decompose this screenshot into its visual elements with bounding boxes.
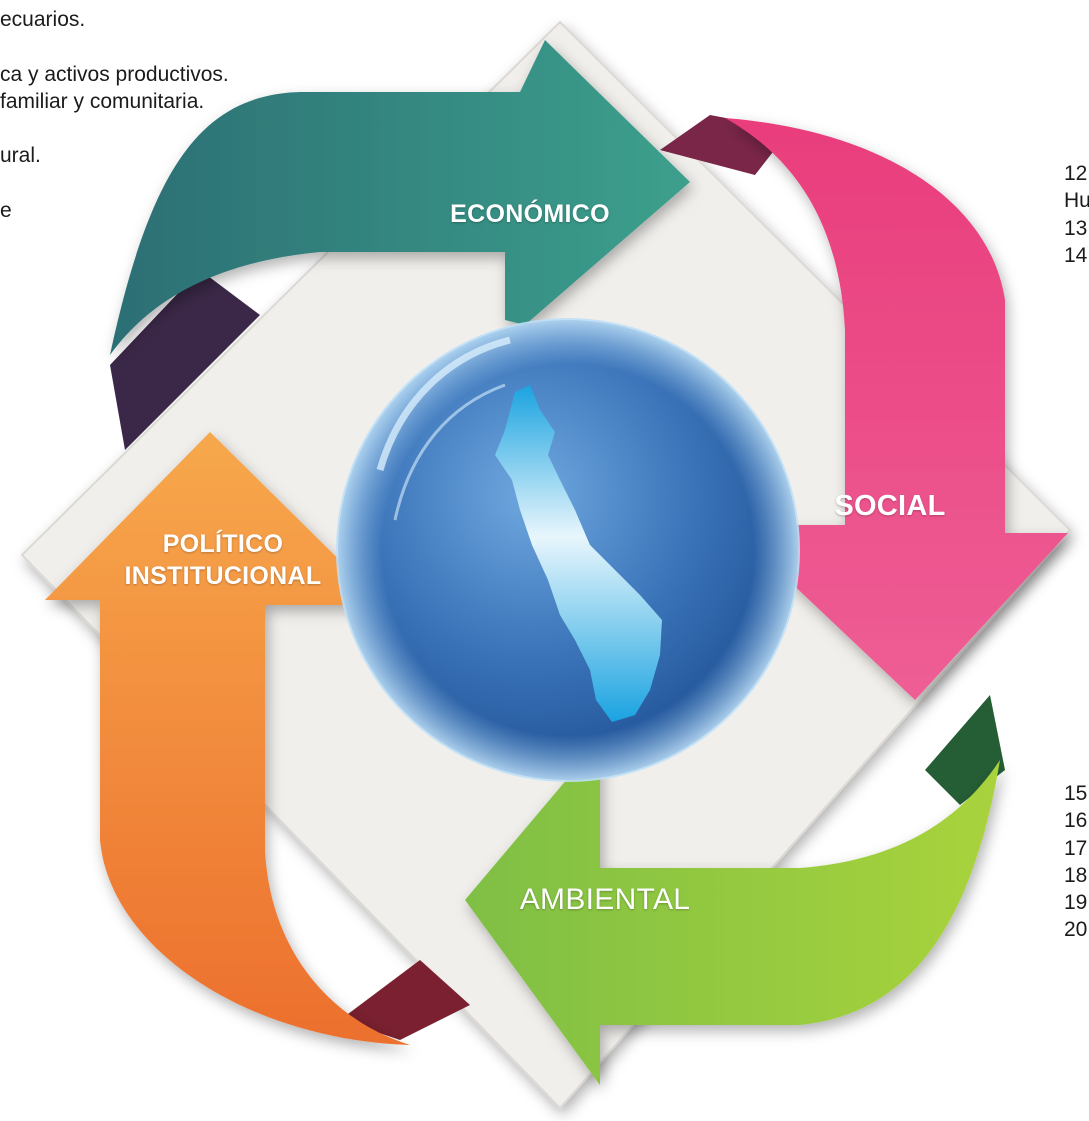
economico-arrow xyxy=(110,40,690,355)
fold-top-left xyxy=(110,270,260,450)
left-text-column: ecuarios. ca y activos productivos. fami… xyxy=(0,6,330,224)
ambiental-label: AMBIENTAL xyxy=(519,883,691,916)
politico-label: POLÍTICO INSTITUCIONAL xyxy=(98,528,348,592)
left-text-line xyxy=(0,115,330,142)
left-text-line: ural. xyxy=(0,144,41,168)
social-label: SOCIAL xyxy=(834,490,946,522)
right-text-line: Hu xyxy=(1064,189,1089,213)
right-text-top: 12. Hu 13. 14. xyxy=(1064,160,1089,269)
right-text-line: 19. xyxy=(1064,891,1089,915)
politico-label-line2: INSTITUCIONAL xyxy=(124,562,322,590)
ambiental-arrow xyxy=(465,740,1000,1085)
right-text-line: 12. xyxy=(1064,162,1089,185)
left-text-line: e xyxy=(0,199,12,223)
right-text-line: 17. xyxy=(1064,836,1089,860)
right-text-line: 18. xyxy=(1064,863,1089,887)
right-text-line: 20. xyxy=(1064,918,1089,942)
map-silhouette xyxy=(495,385,662,722)
left-text-line xyxy=(0,170,330,197)
globe-shine xyxy=(376,336,511,471)
right-text-line: 16. xyxy=(1064,809,1089,833)
left-text-line: familiar y comunitaria. xyxy=(0,89,205,113)
left-text-line: ecuarios. xyxy=(0,8,86,31)
fold-bottom-right xyxy=(925,695,1005,805)
right-text-line: 15. xyxy=(1064,782,1089,805)
right-text-line: 14. xyxy=(1064,243,1089,267)
politico-label-line1: POLÍTICO xyxy=(162,530,284,558)
left-text-line xyxy=(0,33,330,60)
right-text-bottom: 15. 16. 17. 18. 19. 20. xyxy=(1064,780,1089,944)
globe-shine-2 xyxy=(393,383,506,521)
left-text-line: ca y activos productivos. xyxy=(0,62,229,86)
social-arrow xyxy=(725,118,1068,700)
fold-bottom-left xyxy=(340,960,470,1040)
politico-arrow xyxy=(45,432,410,1045)
right-text-line: 13. xyxy=(1064,216,1089,240)
economico-label: ECONÓMICO xyxy=(450,200,610,228)
